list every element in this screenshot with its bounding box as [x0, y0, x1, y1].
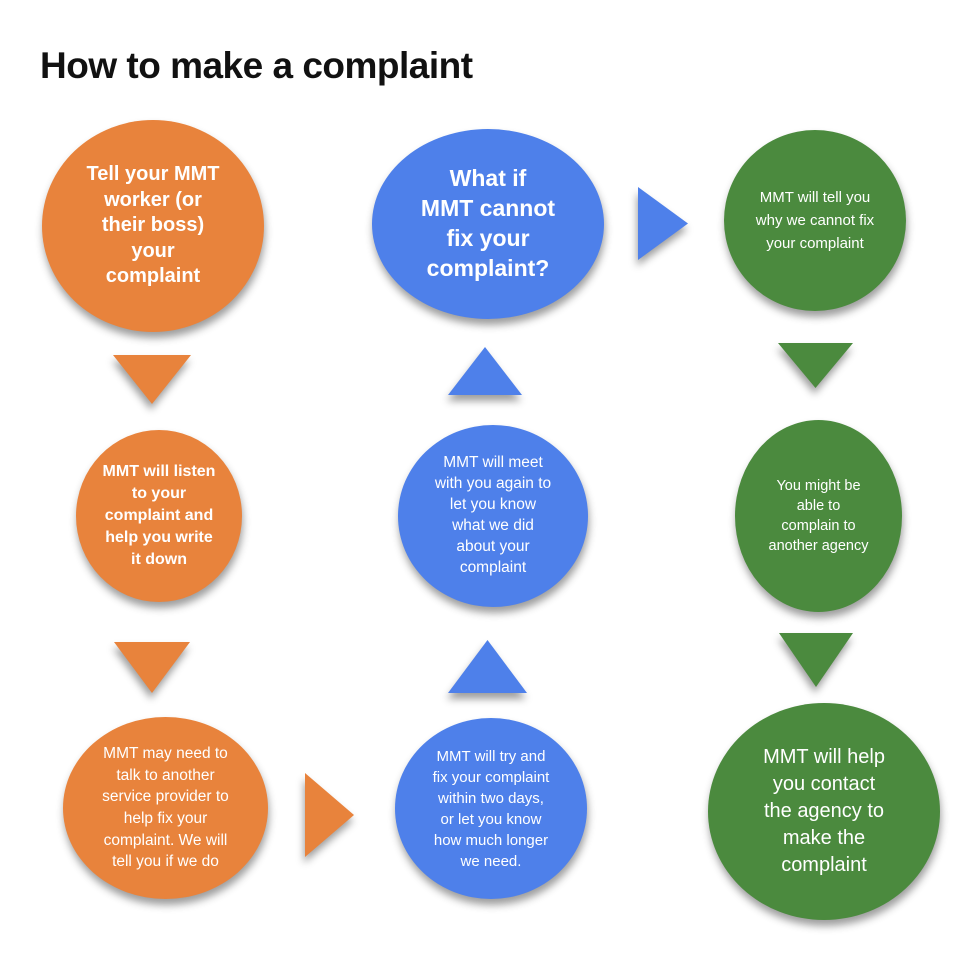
step-complain-to-another-agency: You might be able to complain to another…: [735, 420, 902, 612]
step-mmt-will-listen: MMT will listen to your complaint and he…: [76, 430, 242, 602]
step-tell-your-mmt-worker: Tell your MMT worker (or their boss) you…: [42, 120, 264, 332]
step-mmt-tells-why-cannot-fix: MMT will tell you why we cannot fix your…: [724, 130, 906, 311]
arrow-right-icon: [305, 773, 354, 857]
arrow-up-icon: [448, 347, 522, 395]
step-mmt-helps-contact-agency: MMT will help you contact the agency to …: [708, 703, 940, 920]
arrow-down-icon: [779, 633, 853, 687]
page-title: How to make a complaint: [40, 44, 473, 86]
arrow-down-icon: [114, 642, 190, 693]
arrow-down-icon: [113, 355, 191, 404]
step-mmt-will-try-to-fix: MMT will try and fix your complaint with…: [395, 718, 587, 899]
step-mmt-will-meet-again: MMT will meet with you again to let you …: [398, 425, 588, 607]
step-mmt-talk-to-provider: MMT may need to talk to another service …: [63, 717, 268, 899]
arrow-down-icon: [778, 343, 853, 388]
step-what-if-mmt-cannot-fix: What if MMT cannot fix your complaint?: [372, 129, 604, 319]
arrow-up-icon: [448, 640, 527, 693]
arrow-right-icon: [638, 187, 688, 260]
